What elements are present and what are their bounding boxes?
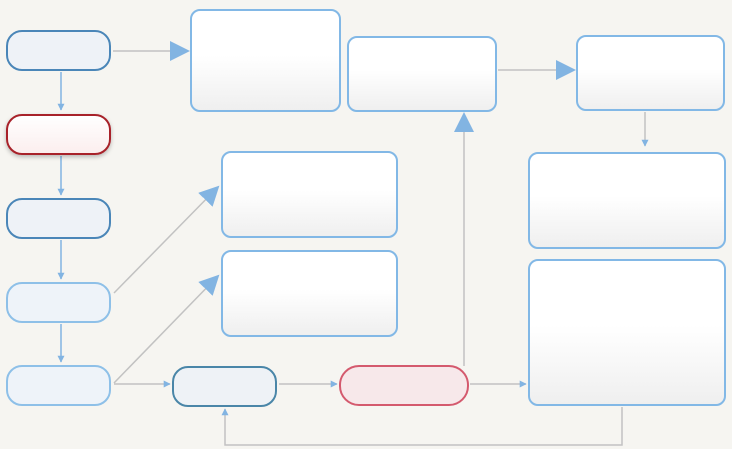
node-n2[interactable] (6, 114, 111, 155)
edge-n4-n10 (113, 185, 220, 294)
node-n7[interactable] (347, 36, 497, 112)
node-n9[interactable] (528, 152, 726, 249)
node-n12[interactable] (172, 366, 277, 407)
edge-n14-n12 (221, 407, 623, 446)
node-n14[interactable] (528, 259, 726, 406)
node-n10[interactable] (221, 151, 398, 238)
node-n3[interactable] (6, 198, 111, 239)
node-n13[interactable] (339, 365, 469, 406)
node-n11[interactable] (221, 250, 398, 337)
node-n6[interactable] (190, 9, 341, 112)
node-n5[interactable] (6, 365, 111, 406)
node-n4[interactable] (6, 282, 111, 323)
edge-n5-n11 (113, 274, 220, 384)
node-n8[interactable] (576, 35, 725, 111)
node-n1[interactable] (6, 30, 111, 71)
